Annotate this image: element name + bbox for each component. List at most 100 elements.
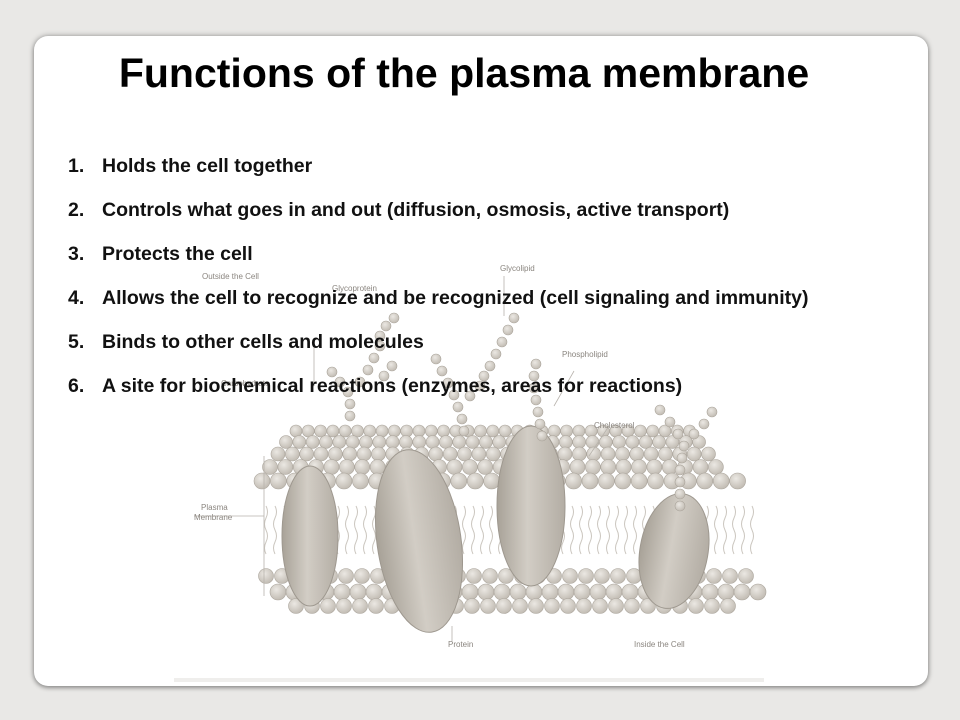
- lipid-tail: [606, 505, 610, 555]
- phospholipid-head: [572, 435, 586, 449]
- phospholipid-head: [572, 424, 586, 438]
- carbohydrate-bead: [528, 382, 540, 394]
- phospholipid-head: [253, 472, 271, 490]
- lipid-tail: [471, 505, 475, 555]
- phospholipid-head: [615, 446, 630, 462]
- phospholipid-head: [354, 459, 371, 475]
- list-item-text: A site for biochemical reactions (enzyme…: [102, 375, 683, 397]
- lipid-tail: [588, 505, 592, 555]
- phospholipid-head: [354, 568, 370, 584]
- phospholipid-head: [525, 583, 543, 601]
- list-item-text: Controls what goes in and out (diffusion…: [102, 199, 730, 221]
- phospholipid-head: [319, 435, 333, 449]
- phospholipid-head: [630, 472, 648, 490]
- carbohydrate-bead: [362, 364, 374, 376]
- phospholipid-head: [612, 435, 626, 449]
- phospholipid-head: [605, 583, 623, 601]
- label-plasma: Plasma: [201, 503, 228, 512]
- carbohydrate-bead: [448, 389, 460, 401]
- phospholipid-head: [600, 459, 617, 475]
- label-carbohydrate: Carbohydrate: [221, 379, 270, 388]
- plasma-membrane-diagram: Outside the Cell Glycoprotein Glycolipid…: [194, 264, 767, 649]
- phospholipid-head: [328, 446, 343, 462]
- phospholipid-head: [480, 598, 496, 614]
- label-glycolipid: Glycolipid: [500, 264, 535, 273]
- phospholipid-head: [581, 472, 599, 490]
- lipid-tail: [579, 505, 583, 555]
- phospholipid-head: [547, 424, 561, 438]
- carbohydrate-bead: [674, 500, 686, 512]
- phospholipid-head: [717, 583, 735, 601]
- lipid-tail: [273, 505, 277, 555]
- list-item: 3. Protects the cell: [68, 232, 852, 276]
- label-inside-cell: Inside the Cell: [634, 640, 685, 649]
- phospholipid-head: [624, 598, 640, 614]
- list-item: 6. A site for biochemical reactions (enz…: [68, 364, 852, 408]
- lipid-tail: [354, 505, 358, 555]
- carbohydrate-bead: [378, 370, 390, 382]
- phospholipid-head: [661, 459, 678, 475]
- phospholipid-head: [425, 435, 440, 449]
- carbohydrate-bead: [490, 348, 502, 360]
- phospholipid-head: [299, 446, 315, 462]
- carbohydrate-bead: [342, 386, 354, 398]
- phospholipid-head: [749, 583, 767, 601]
- label-membrane: Membrane: [194, 513, 233, 522]
- label-phospholipid: Phospholipid: [562, 350, 608, 359]
- phospholipid-head: [485, 446, 501, 462]
- phospholipid-head: [646, 424, 660, 438]
- phospholipid-head: [573, 583, 591, 601]
- carbohydrate-bead: [534, 418, 546, 430]
- phospholipid-head: [585, 459, 601, 475]
- phospholipid-head: [466, 568, 482, 584]
- carbohydrate-bead: [528, 370, 540, 382]
- phospholipid-head: [720, 598, 736, 614]
- phospholipid-head: [270, 446, 286, 462]
- phospholipid-head: [371, 446, 386, 462]
- carbohydrate-chains: [326, 312, 718, 512]
- phospholipid-head: [368, 598, 384, 614]
- phospholipid-head: [634, 424, 647, 438]
- phospholipid-head: [462, 459, 478, 475]
- slide-footer-strip: [174, 678, 764, 682]
- phospholipid-head: [452, 435, 467, 449]
- carbohydrate-bead: [380, 320, 392, 332]
- phospholipid-head: [333, 583, 351, 601]
- lipid-tail: [597, 505, 601, 555]
- phospholipid-head: [446, 459, 463, 475]
- label-glycoprotein: Glycoprotein: [332, 284, 377, 293]
- carbohydrate-bead: [452, 401, 464, 413]
- phospholipid-head: [486, 424, 500, 438]
- list-item: 4. Allows the cell to recognize and be r…: [68, 276, 852, 320]
- phospholipid-head: [479, 435, 493, 449]
- phospholipid-head: [621, 583, 639, 601]
- phospholipid-head: [658, 446, 673, 462]
- list-item: 2. Controls what goes in and out (diffus…: [68, 188, 852, 232]
- phospholipid-head: [498, 424, 512, 438]
- phospholipid-head: [335, 472, 353, 490]
- phospholipid-head: [313, 446, 329, 462]
- phospholipid-head: [399, 435, 413, 449]
- carbohydrate-bead: [326, 366, 338, 378]
- slide-title: Functions of the plasma membrane: [118, 50, 810, 96]
- lipid-tail: [723, 505, 727, 555]
- carbohydrate-bead: [436, 365, 448, 377]
- phospholipid-head: [594, 568, 610, 584]
- phospholipid-head: [474, 424, 487, 438]
- phospholipid-head: [351, 424, 364, 438]
- label-cholesterol: Cholesterol: [594, 421, 635, 430]
- phospholipid-head: [323, 459, 340, 475]
- phospholipid-head: [464, 598, 480, 614]
- list-item-number: 5.: [68, 331, 85, 353]
- phospholipid-head: [483, 472, 500, 490]
- phospholipid-head: [578, 568, 594, 584]
- phospholipid-head: [336, 598, 352, 614]
- phospholipid-head: [652, 435, 666, 449]
- phospholipid-head: [359, 435, 373, 449]
- phospholipid-head: [292, 435, 307, 449]
- phospholipid-head: [598, 472, 615, 490]
- carbohydrate-bead: [688, 428, 700, 440]
- phospholipid-head: [608, 598, 624, 614]
- phospholipid-head: [289, 424, 303, 438]
- list-item: 5. Binds to other cells and molecules: [68, 320, 852, 364]
